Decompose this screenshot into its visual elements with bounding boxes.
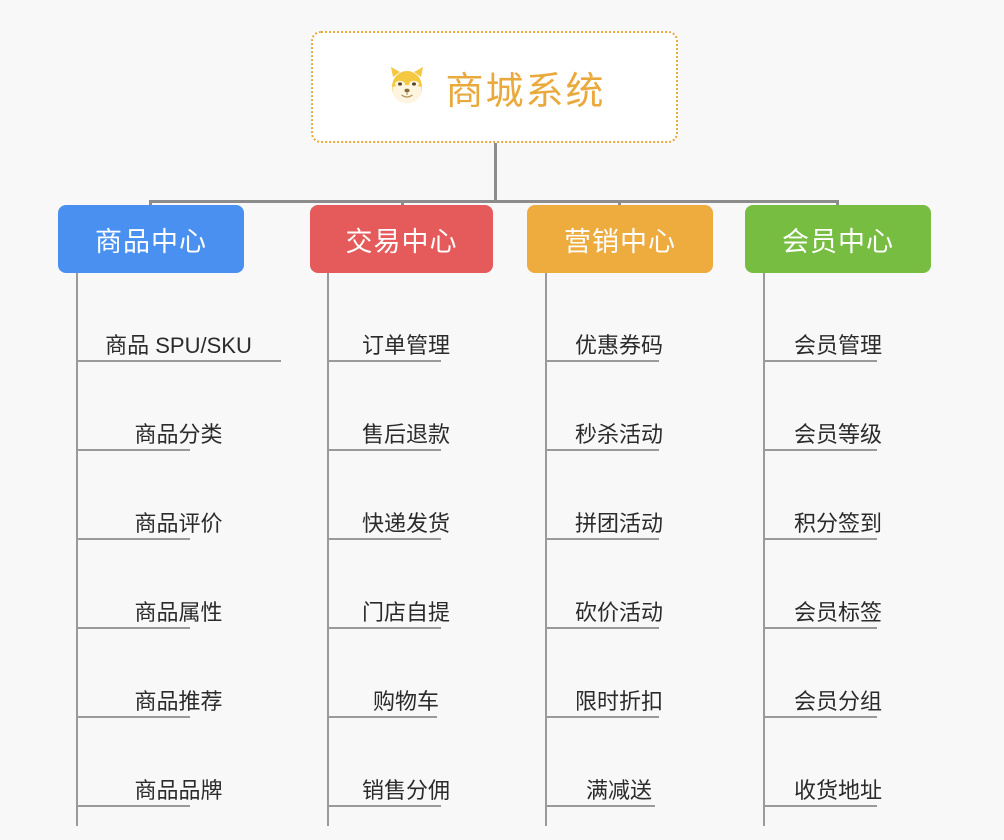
leaf-item-underline <box>76 449 190 451</box>
leaf-item-underline <box>545 805 655 807</box>
leaf-item-label: 商品评价 <box>134 510 223 536</box>
leaf-item-label: 商品属性 <box>134 599 223 625</box>
dog-face-icon <box>383 63 431 111</box>
leaf-item-underline <box>76 538 190 540</box>
leaf-item-underline <box>76 716 190 718</box>
leaf-item-underline <box>763 449 877 451</box>
category-box-4[interactable]: 会员中心 <box>745 205 931 273</box>
leaf-item-underline <box>327 360 441 362</box>
category-label-2: 交易中心 <box>345 226 458 257</box>
category-label-4: 会员中心 <box>782 226 894 257</box>
leaf-item-underline <box>763 805 877 807</box>
leaf-item-label: 满减送 <box>585 777 652 803</box>
category-label-3: 营销中心 <box>564 226 676 257</box>
leaf-item[interactable]: 积分签到 <box>763 451 913 540</box>
leaf-item-underline <box>327 805 441 807</box>
leaf-item-label: 优惠券码 <box>574 332 663 358</box>
leaf-item-underline <box>327 449 441 451</box>
category-box-1[interactable]: 商品中心 <box>58 205 244 273</box>
leaf-item-label: 商品分类 <box>134 421 223 447</box>
leaf-item[interactable]: 售后退款 <box>327 362 485 451</box>
category-box-3[interactable]: 营销中心 <box>527 205 713 273</box>
leaf-item[interactable]: 满减送 <box>545 718 693 807</box>
leaf-item-underline <box>545 449 659 451</box>
leaf-item-label: 商品 SPU/SKU <box>105 332 252 358</box>
leaf-item-label: 快递发货 <box>361 510 450 536</box>
leaf-item-label: 砍价活动 <box>574 599 663 625</box>
leaf-item[interactable]: 商品分类 <box>76 362 281 451</box>
leaf-column-3: 优惠券码秒杀活动拼团活动砍价活动限时折扣满减送 <box>545 273 693 826</box>
leaf-item-label: 售后退款 <box>361 421 450 447</box>
leaf-item[interactable]: 会员管理 <box>763 273 913 362</box>
leaf-items-3: 优惠券码秒杀活动拼团活动砍价活动限时折扣满减送 <box>545 273 693 807</box>
leaf-item-underline <box>763 716 877 718</box>
leaf-item-underline <box>327 716 437 718</box>
leaf-item-label: 会员标签 <box>793 599 882 625</box>
leaf-column-2: 订单管理售后退款快递发货门店自提购物车销售分佣 <box>327 273 485 826</box>
leaf-item[interactable]: 订单管理 <box>327 273 485 362</box>
leaf-item-underline <box>763 538 877 540</box>
leaf-item-label: 秒杀活动 <box>574 421 663 447</box>
leaf-item[interactable]: 拼团活动 <box>545 451 693 540</box>
category-label-1: 商品中心 <box>95 226 207 257</box>
leaf-item-underline <box>76 805 190 807</box>
leaf-item-underline <box>545 360 659 362</box>
leaf-item[interactable]: 快递发货 <box>327 451 485 540</box>
leaf-item-underline <box>327 627 441 629</box>
leaf-item[interactable]: 商品品牌 <box>76 718 281 807</box>
leaf-item-underline <box>327 538 441 540</box>
connector-horizontal-bar <box>149 200 839 203</box>
leaf-item[interactable]: 秒杀活动 <box>545 362 693 451</box>
leaf-spine-2 <box>327 273 329 826</box>
leaf-item[interactable]: 商品 SPU/SKU <box>76 273 281 362</box>
leaf-items-4: 会员管理会员等级积分签到会员标签会员分组收货地址 <box>763 273 913 807</box>
leaf-item-label: 收货地址 <box>793 777 882 803</box>
leaf-item-underline <box>545 627 659 629</box>
leaf-item[interactable]: 会员分组 <box>763 629 913 718</box>
leaf-item-label: 积分签到 <box>793 510 882 536</box>
leaf-spine-3 <box>545 273 547 826</box>
leaf-item-underline <box>76 627 190 629</box>
leaf-item-label: 商品推荐 <box>134 688 223 714</box>
leaf-item-label: 会员等级 <box>793 421 882 447</box>
leaf-item-underline <box>545 538 659 540</box>
leaf-items-1: 商品 SPU/SKU 商品分类商品评价商品属性商品推荐商品品牌 <box>76 273 281 807</box>
leaf-item-label: 购物车 <box>372 688 439 714</box>
leaf-item-label: 销售分佣 <box>361 777 450 803</box>
leaf-item[interactable]: 会员等级 <box>763 362 913 451</box>
leaf-item-label: 商品品牌 <box>134 777 223 803</box>
leaf-item-label: 门店自提 <box>361 599 450 625</box>
category-box-2[interactable]: 交易中心 <box>310 205 493 273</box>
leaf-item-underline <box>763 360 877 362</box>
root-node[interactable]: 商城系统 <box>311 31 678 143</box>
leaf-item[interactable]: 限时折扣 <box>545 629 693 718</box>
leaf-item[interactable]: 销售分佣 <box>327 718 485 807</box>
leaf-item[interactable]: 会员标签 <box>763 540 913 629</box>
leaf-item[interactable]: 收货地址 <box>763 718 913 807</box>
leaf-item[interactable]: 商品推荐 <box>76 629 281 718</box>
leaf-item-label: 拼团活动 <box>574 510 663 536</box>
leaf-item-underline <box>763 627 877 629</box>
leaf-items-2: 订单管理售后退款快递发货门店自提购物车销售分佣 <box>327 273 485 807</box>
leaf-column-4: 会员管理会员等级积分签到会员标签会员分组收货地址 <box>763 273 913 826</box>
leaf-item-label: 订单管理 <box>361 332 450 358</box>
leaf-column-1: 商品 SPU/SKU 商品分类商品评价商品属性商品推荐商品品牌 <box>76 273 281 826</box>
leaf-item-label: 限时折扣 <box>574 688 663 714</box>
leaf-item[interactable]: 砍价活动 <box>545 540 693 629</box>
connector-root-stem <box>494 143 497 203</box>
leaf-item-underline <box>545 716 659 718</box>
leaf-item[interactable]: 优惠券码 <box>545 273 693 362</box>
leaf-item-underline <box>76 360 281 362</box>
leaf-item-label: 会员管理 <box>793 332 882 358</box>
leaf-item[interactable]: 门店自提 <box>327 540 485 629</box>
leaf-item[interactable]: 商品属性 <box>76 540 281 629</box>
leaf-spine-1 <box>76 273 78 826</box>
leaf-spine-4 <box>763 273 765 826</box>
leaf-item-label: 会员分组 <box>793 688 882 714</box>
leaf-item[interactable]: 购物车 <box>327 629 485 718</box>
leaf-item[interactable]: 商品评价 <box>76 451 281 540</box>
root-title: 商城系统 <box>445 70 606 113</box>
